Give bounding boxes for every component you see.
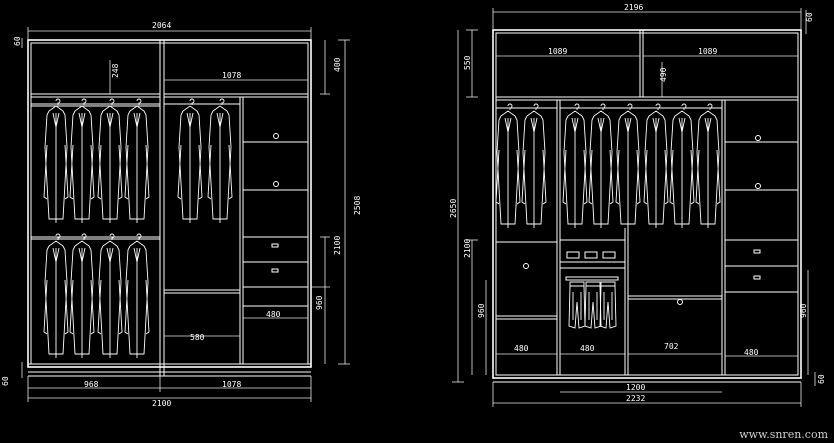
- dim-label: 2100: [333, 236, 342, 255]
- left-dimension-labels: 2064 60 248 1078 400 2508 2100 960 480 5…: [1, 21, 362, 408]
- dim-label: 702: [664, 342, 679, 351]
- dim-label: 400: [333, 57, 342, 72]
- dim-label: 960: [477, 303, 486, 318]
- dim-label: 2064: [152, 21, 171, 30]
- right-dimensions: [452, 8, 816, 407]
- dim-label: 490: [659, 67, 668, 82]
- dim-label: 960: [799, 303, 808, 318]
- dim-label: 1078: [222, 71, 241, 80]
- dim-label: 480: [580, 344, 595, 353]
- dim-label: 2100: [152, 399, 171, 408]
- dim-label: 60: [817, 374, 826, 384]
- watermark: www.snren.com: [739, 428, 828, 441]
- dim-label: 60: [1, 376, 10, 386]
- dim-label: 480: [514, 344, 529, 353]
- dim-label: 550: [463, 55, 472, 70]
- dim-label: 1078: [222, 380, 241, 389]
- dim-label: 60: [13, 36, 22, 46]
- dim-label: 2100: [463, 239, 472, 258]
- left-dimensions: [21, 27, 350, 402]
- right-dimension-labels: 2196 60 1089 1089 490 550 2650 2100 960 …: [449, 3, 826, 403]
- dim-label: 1089: [548, 47, 567, 56]
- dim-label: 480: [266, 310, 281, 319]
- dim-label: 968: [84, 380, 99, 389]
- dim-label: 248: [111, 63, 120, 78]
- dim-label: 60: [805, 12, 814, 22]
- dim-label: 960: [315, 295, 324, 310]
- dim-label: 2196: [624, 3, 643, 12]
- dim-label: 2650: [449, 199, 458, 218]
- dim-label: 2508: [353, 196, 362, 215]
- dim-label: 1200: [626, 383, 645, 392]
- dim-label: 1089: [698, 47, 717, 56]
- right-wardrobe: [492, 29, 802, 383]
- left-wardrobe: [27, 39, 312, 377]
- dim-label: 580: [190, 333, 205, 342]
- dim-label: 2232: [626, 394, 645, 403]
- dim-label: 480: [744, 348, 759, 357]
